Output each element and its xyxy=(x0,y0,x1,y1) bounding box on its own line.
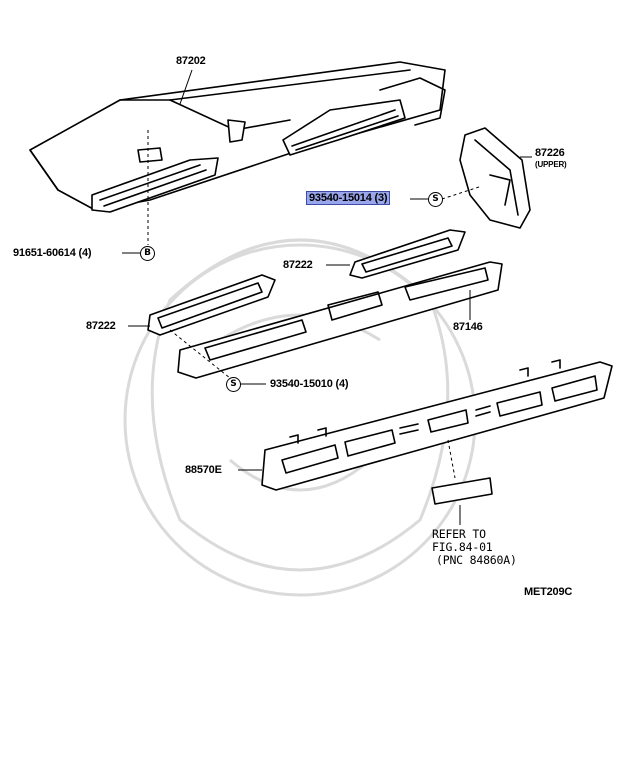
callout-87222-upper: 87222 xyxy=(283,259,313,271)
refer-line-2: FIG.84-01 xyxy=(432,540,493,554)
part-87222-lower-bezel xyxy=(147,274,276,336)
s-fastener-icon-lower: S xyxy=(226,377,241,392)
figure-code: MET209C xyxy=(524,586,573,598)
leader-lines xyxy=(122,69,532,525)
label-plate xyxy=(431,477,493,505)
refer-line-1: REFER TO xyxy=(432,527,486,541)
callout-87146: 87146 xyxy=(453,321,483,333)
refer-line-3: (PNC 84860A) xyxy=(436,553,517,567)
callout-91651-60614: 91651-60614 (4) xyxy=(13,247,92,259)
callout-87202: 87202 xyxy=(176,55,206,67)
callout-87226: 87226 xyxy=(535,147,565,159)
callout-87226-note: (UPPER) xyxy=(535,160,567,169)
b-fastener-icon: B xyxy=(140,246,155,261)
callout-93540-15014[interactable]: 93540-15014 (3) xyxy=(306,191,391,205)
part-88570E-garnish xyxy=(261,359,613,491)
part-87202-duct xyxy=(29,61,446,213)
callout-88570E: 88570E xyxy=(185,464,222,476)
part-87146-panel xyxy=(177,261,503,379)
part-87226-bracket xyxy=(459,127,531,229)
callout-87222-lower: 87222 xyxy=(86,320,116,332)
dashed-guides xyxy=(147,130,483,479)
s-fastener-icon: S xyxy=(428,192,443,207)
part-87222-upper-bezel xyxy=(349,229,466,279)
callout-93540-15010: 93540-15010 (4) xyxy=(270,378,349,390)
